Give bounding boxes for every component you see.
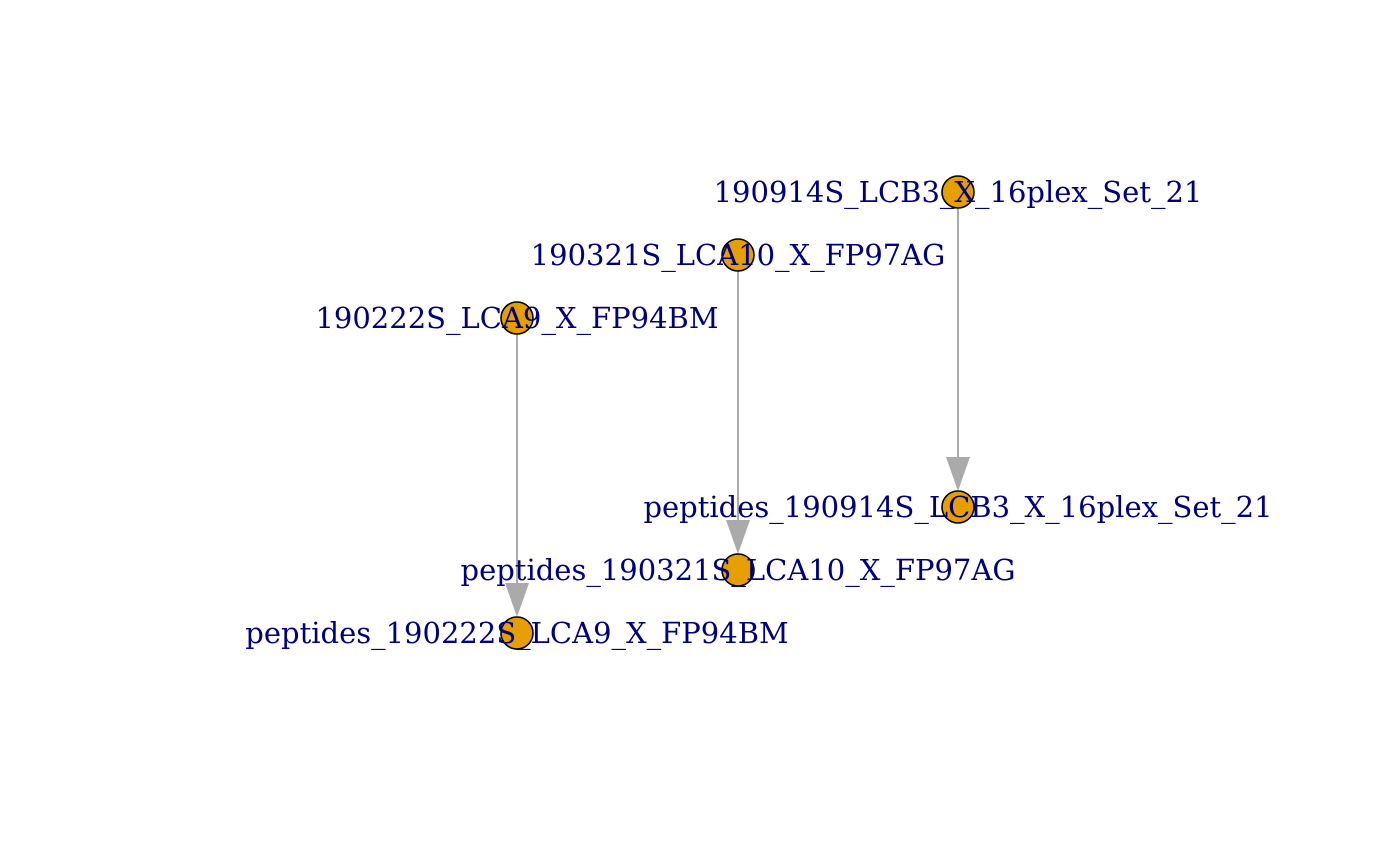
nodes-layer: [500, 175, 975, 650]
edges-layer: [505, 208, 970, 617]
node-label-n1: 190914S_LCB3_X_16plex_Set_21: [714, 175, 1203, 210]
node-label-n6: peptides_190222S_LCA9_X_FP94BM: [245, 616, 788, 651]
node-n2: [721, 238, 755, 272]
edge-n2-n5: [726, 271, 750, 554]
edge-arrowhead: [505, 583, 529, 617]
node-label-n3: 190222S_LCA9_X_FP94BM: [315, 301, 718, 336]
node-label-n2: 190321S_LCA10_X_FP97AG: [531, 238, 946, 273]
edge-arrowhead: [946, 457, 970, 491]
edge-n3-n6: [505, 334, 529, 617]
node-label-n5: peptides_190321S_LCA10_X_FP97AG: [461, 553, 1016, 588]
node-label-n4: peptides_190914S_LCB3_X_16plex_Set_21: [643, 490, 1272, 525]
node-n5: [721, 553, 755, 587]
node-n6: [500, 616, 534, 650]
node-n1: [941, 175, 975, 209]
node-n4: [941, 490, 975, 524]
labels-layer: 190914S_LCB3_X_16plex_Set_21 190321S_LCA1…: [245, 175, 1272, 651]
node-n3: [500, 301, 534, 335]
edge-n1-n4: [946, 208, 970, 491]
edge-arrowhead: [726, 520, 750, 554]
